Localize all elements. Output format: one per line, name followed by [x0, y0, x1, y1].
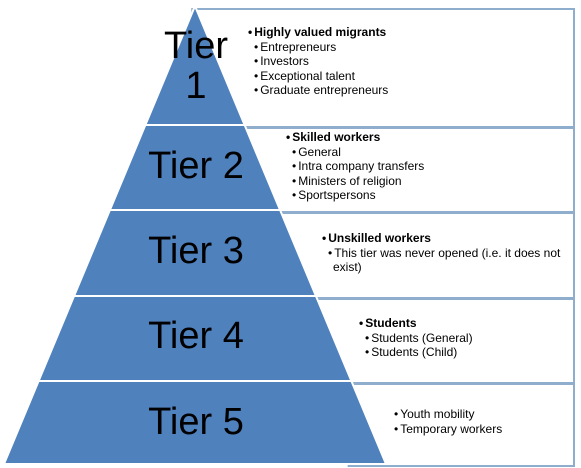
tier-5-band: [2, 380, 388, 465]
tier-4-item: Students (Child): [365, 345, 569, 360]
tier-1-item: Exceptional talent: [254, 69, 568, 84]
tier-3-details: Unskilled workers This tier was never op…: [322, 231, 570, 275]
tier-1-item: Graduate entrepreneurs: [254, 83, 568, 98]
tier-3-item: This tier was never opened (i.e. it does…: [328, 246, 570, 275]
tier-1-label: Tier 1: [158, 26, 234, 106]
tier-1-item: Entrepreneurs: [254, 40, 568, 55]
tier-5-label: Tier 5: [148, 401, 244, 443]
tier-4-details: Students Students (General) Students (Ch…: [359, 316, 569, 360]
tier-2-details: Skilled workers General Intra company tr…: [286, 130, 571, 203]
tier-2-heading: Skilled workers: [286, 130, 571, 145]
tier-5-item: Youth mobility: [394, 407, 573, 422]
tier-1-label-line-2: 1: [185, 65, 207, 107]
tier-2-item: Sportspersons: [292, 188, 571, 203]
tier-5-item: Temporary workers: [394, 422, 573, 437]
tier-2-label: Tier 2: [148, 145, 244, 187]
tier-3-label: Tier 3: [148, 230, 244, 272]
tier-1-label-line-1: Tier: [163, 25, 229, 67]
tier-1-item: Investors: [254, 54, 568, 69]
tier-4-item: Students (General): [365, 331, 569, 346]
tier-1-details: Highly valued migrants Entrepreneurs Inv…: [248, 25, 568, 98]
tier-4-label: Tier 4: [148, 315, 244, 357]
tier-5-details: Youth mobility Temporary workers: [388, 407, 573, 436]
tier-2-item: General: [292, 145, 571, 160]
tier-3-heading: Unskilled workers: [322, 231, 570, 246]
tier-4-heading: Students: [359, 316, 569, 331]
tier-2-item: Ministers of religion: [292, 174, 571, 189]
tier-1-heading: Highly valued migrants: [248, 25, 568, 40]
tier-2-item: Intra company transfers: [292, 159, 571, 174]
